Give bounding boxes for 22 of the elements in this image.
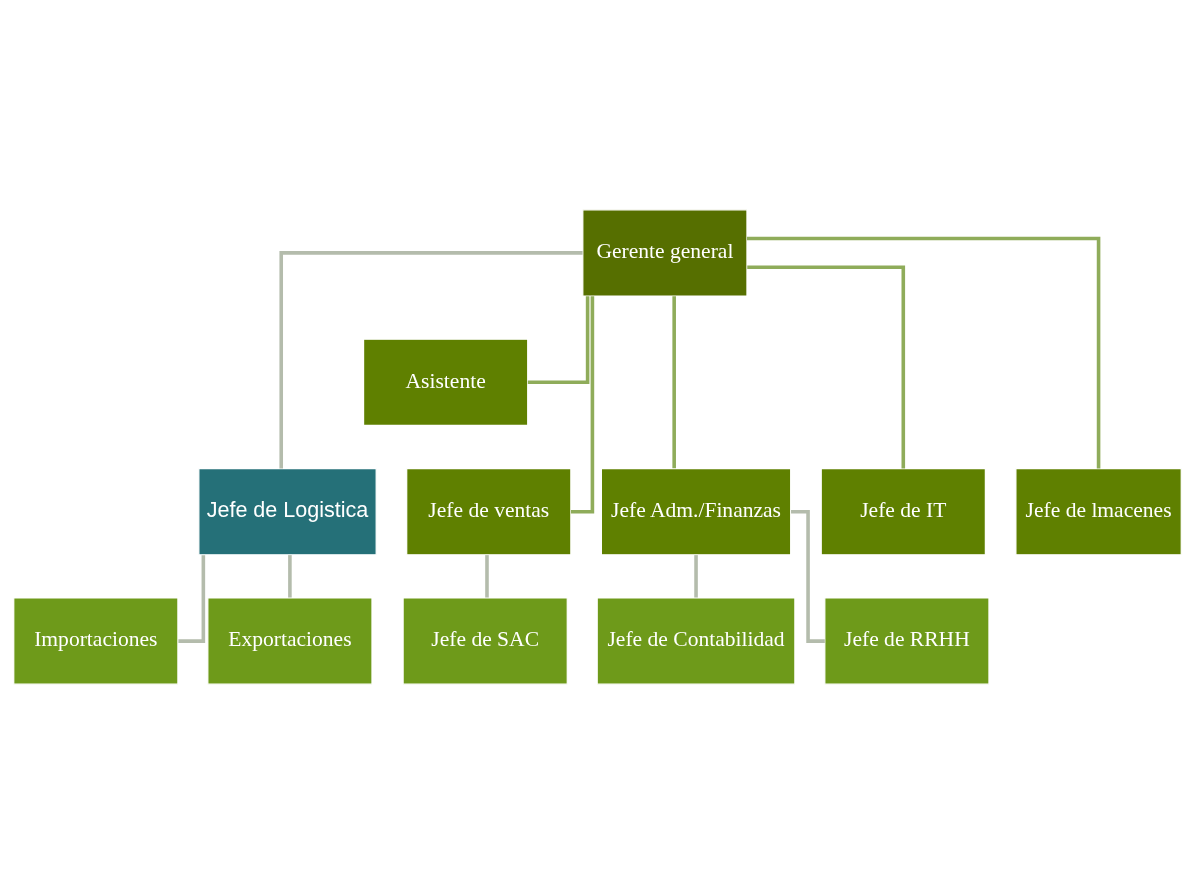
node-box: Jefe de lmacenes	[1015, 467, 1182, 555]
connector	[178, 554, 206, 643]
connector	[747, 265, 906, 469]
node-box: Jefe de Logistica	[198, 467, 377, 555]
node-box: Gerente general	[582, 208, 748, 297]
connector	[747, 236, 1101, 468]
connector	[791, 509, 825, 643]
node-box: Jefe de SAC	[402, 596, 568, 685]
connector	[279, 250, 583, 468]
node-box: Jefe de RRHH	[824, 596, 990, 685]
connector	[288, 554, 292, 598]
connector	[527, 295, 590, 384]
connector	[672, 295, 676, 468]
connector	[485, 554, 489, 598]
node-box: Jefe Adm./Finanzas	[600, 467, 792, 555]
connector	[694, 554, 698, 598]
node-box: Jefe de ventas	[406, 467, 572, 555]
node-box: Jefe de IT	[820, 467, 986, 555]
node-box: Importaciones	[13, 596, 179, 685]
node-box: Asistente	[363, 338, 529, 426]
node-box: Jefe de Contabilidad	[596, 596, 796, 685]
node-box: Exportaciones	[207, 596, 373, 685]
